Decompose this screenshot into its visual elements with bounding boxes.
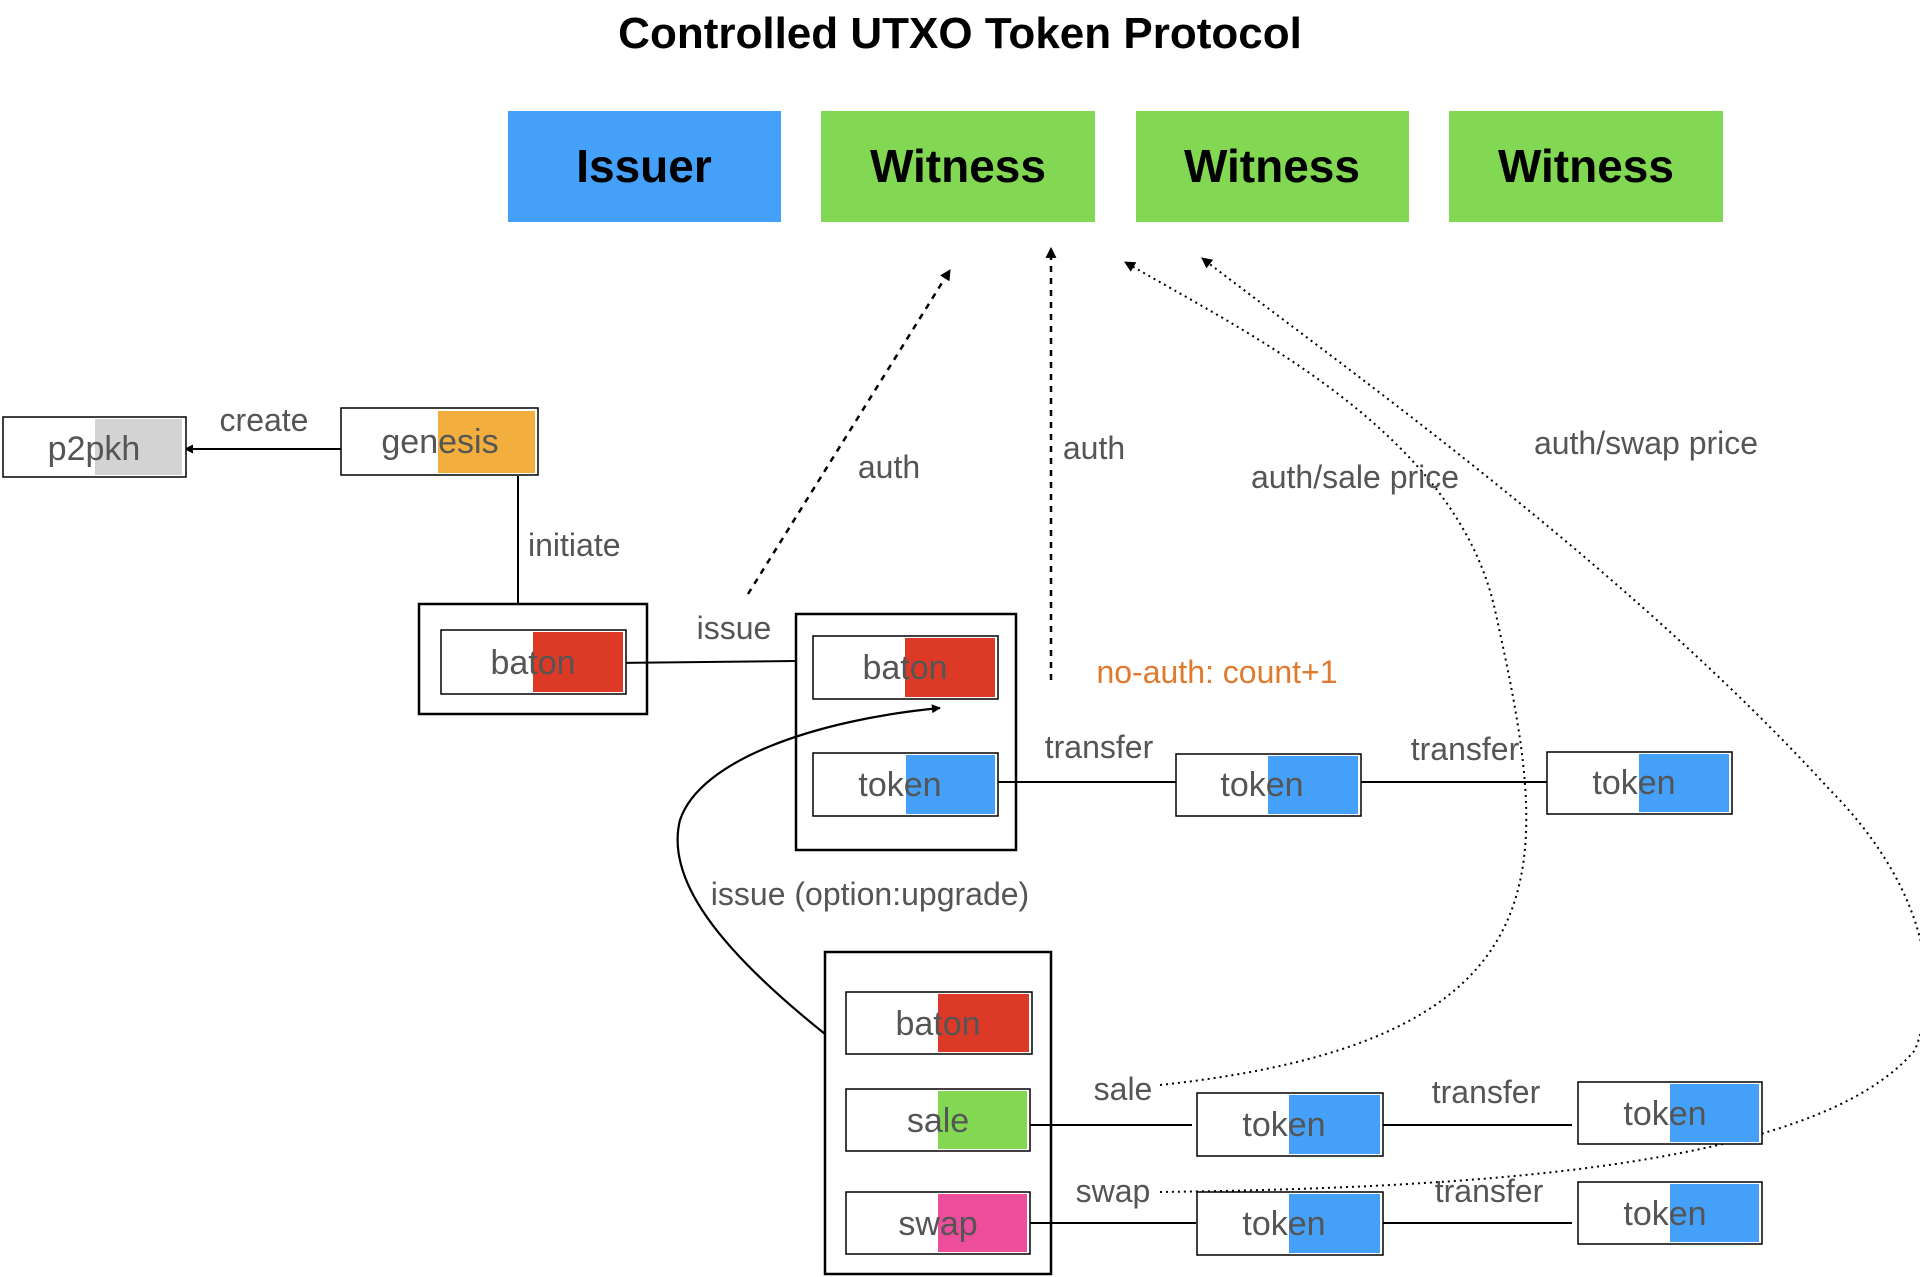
header-witness-1-box xyxy=(821,111,1095,222)
baton-container xyxy=(417,602,649,716)
token-node-4: token xyxy=(1196,1092,1384,1157)
genesis-node: genesis xyxy=(340,407,539,476)
token-label-7: token xyxy=(1623,1195,1706,1233)
sale-label: sale xyxy=(907,1102,969,1140)
swap-node: swap xyxy=(845,1191,1031,1255)
no-auth-label: no-auth: count+1 xyxy=(1096,654,1337,690)
header-issuer-box xyxy=(508,111,781,222)
header-witness-2-label: Witness xyxy=(1184,140,1360,192)
transfer-label-2: transfer xyxy=(1411,731,1520,767)
header-witness-3: Witness xyxy=(1449,111,1723,222)
auth-sale-price-arrow xyxy=(1124,261,1528,1086)
token-node-7: token xyxy=(1577,1181,1763,1245)
transfer-label-1: transfer xyxy=(1045,729,1154,765)
auth-label-2: auth xyxy=(1063,430,1125,466)
header-issuer-label: Issuer xyxy=(576,140,712,192)
create-label: create xyxy=(220,402,309,438)
token-node-5: token xyxy=(1577,1081,1763,1145)
sale-edge-label: sale xyxy=(1094,1071,1153,1107)
header-witness-2: Witness xyxy=(1136,111,1409,222)
p2pkh-label: p2pkh xyxy=(48,430,141,468)
token-label-6: token xyxy=(1242,1205,1325,1243)
initiate-label: initiate xyxy=(528,527,621,563)
issue-arrow xyxy=(612,658,797,668)
genesis-label: genesis xyxy=(381,423,498,461)
token-node-1: token xyxy=(812,752,999,817)
baton-label-2: baton xyxy=(862,649,947,687)
transfer-label-4: transfer xyxy=(1435,1173,1544,1209)
auth-swap-price-arrow xyxy=(1159,257,1920,1193)
auth-swap-price-label: auth/swap price xyxy=(1534,425,1758,461)
transfer-label-3: transfer xyxy=(1432,1074,1541,1110)
token-label-2: token xyxy=(1220,766,1303,804)
auth-label-1: auth xyxy=(858,449,920,485)
baton-node-3: baton xyxy=(845,991,1033,1055)
header-witness-1: Witness xyxy=(821,111,1095,222)
swap-label: swap xyxy=(898,1205,977,1243)
token-label-5: token xyxy=(1623,1095,1706,1133)
token-label-3: token xyxy=(1592,764,1675,802)
token-label-4: token xyxy=(1242,1106,1325,1144)
issue-upgrade-label: issue (option:upgrade) xyxy=(711,876,1029,912)
swap-edge-label: swap xyxy=(1076,1173,1151,1209)
baton-token-container xyxy=(794,612,1018,852)
token-node-3: token xyxy=(1546,751,1733,815)
token-label-1: token xyxy=(858,766,941,804)
diagram-title: Controlled UTXO Token Protocol xyxy=(618,9,1302,58)
baton-label-1: baton xyxy=(490,644,575,682)
issue-label: issue xyxy=(697,610,772,646)
baton-label-3: baton xyxy=(895,1005,980,1043)
auth-arrow-1 xyxy=(746,269,952,595)
auth-sale-price-label: auth/sale price xyxy=(1251,459,1459,495)
header-witness-2-box xyxy=(1136,111,1409,222)
baton-node-1: baton xyxy=(440,629,627,695)
sale-node: sale xyxy=(845,1088,1031,1152)
baton-node-2: baton xyxy=(812,635,999,700)
issue-upgrade-arrow xyxy=(676,704,941,1035)
header-witness-1-label: Witness xyxy=(870,140,1046,192)
header-witness-3-label: Witness xyxy=(1498,140,1674,192)
token-node-2: token xyxy=(1175,753,1362,817)
baton-sale-swap-container xyxy=(823,950,1053,1276)
p2pkh-node: p2pkh xyxy=(2,416,187,478)
token-node-6: token xyxy=(1196,1191,1384,1256)
header-issuer: Issuer xyxy=(508,111,781,222)
header-witness-3-box xyxy=(1449,111,1723,222)
